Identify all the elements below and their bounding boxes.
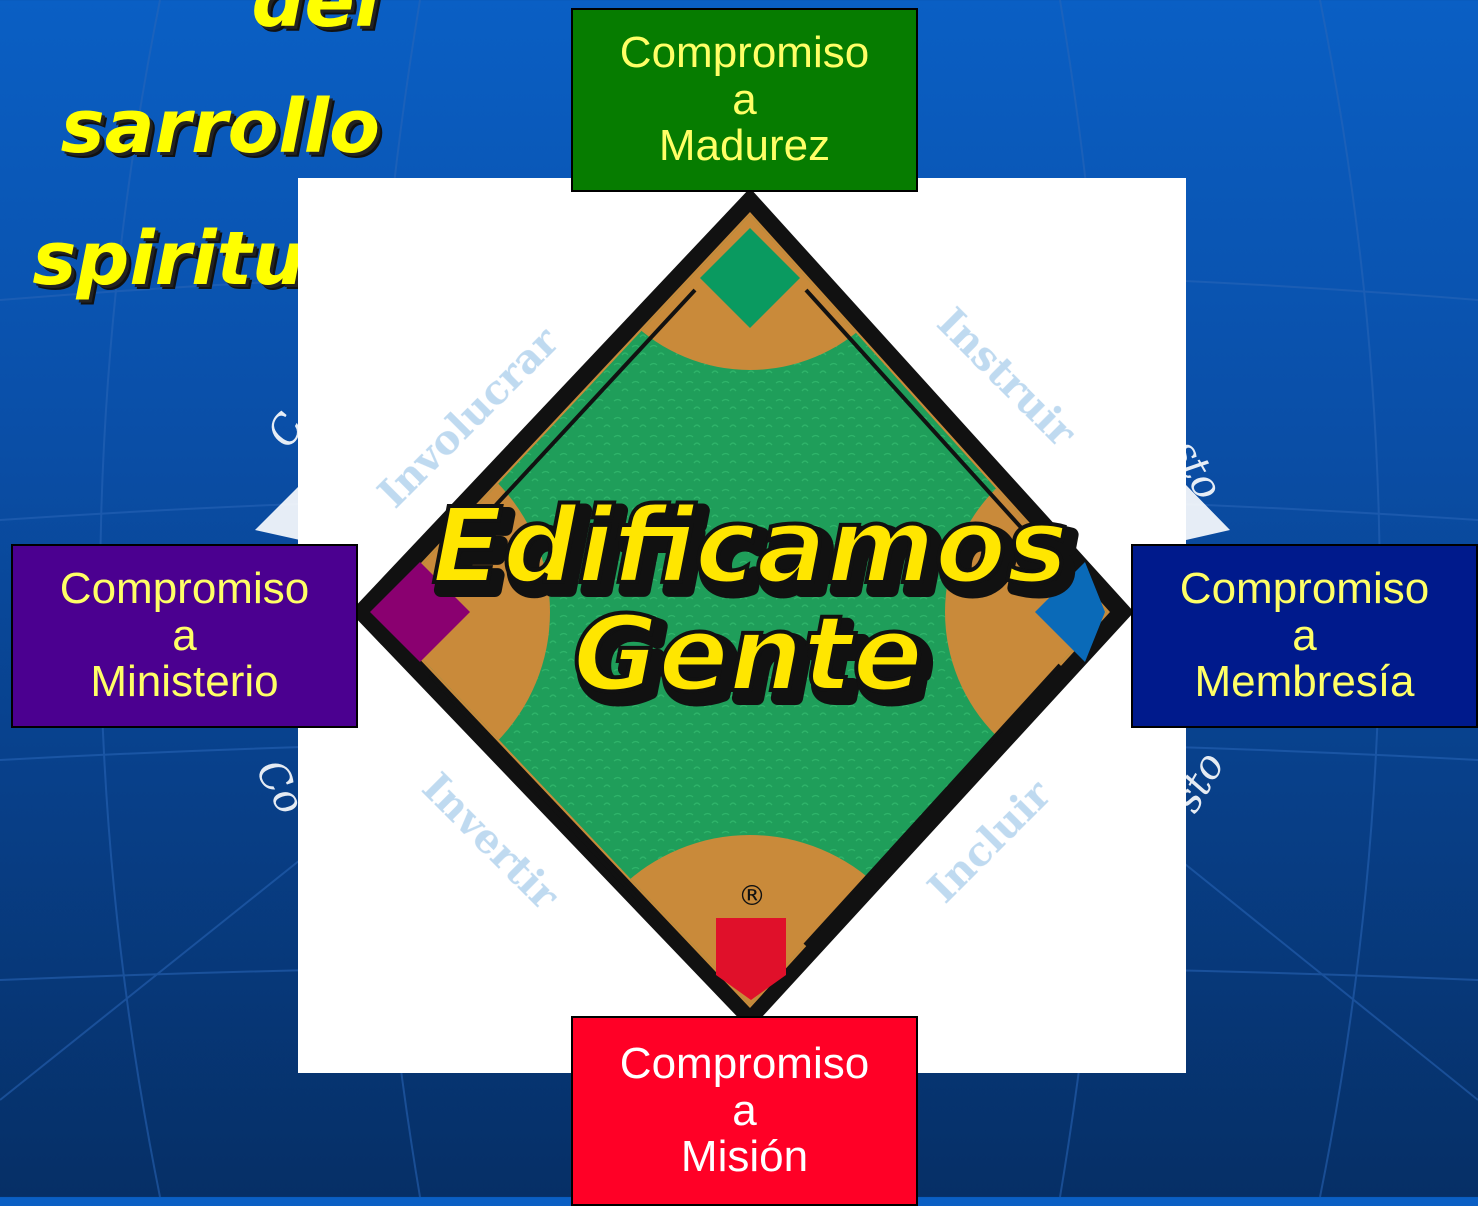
box-bottom-line2: a [732, 1085, 757, 1135]
box-bottom-line1: Compromiso [619, 1039, 870, 1089]
box-bottom-line3: Misión [680, 1132, 809, 1182]
side-fragment-lower-right: sto [1164, 744, 1234, 820]
box-top-line1: Compromiso [619, 28, 870, 78]
box-left-line3: Ministerio [90, 657, 279, 707]
box-right-line3: Membresía [1194, 657, 1415, 707]
side-fragment-upper-right: sto [1161, 432, 1231, 508]
second-base [700, 228, 800, 328]
box-right-line2: a [1292, 610, 1317, 660]
commitment-box-maturity: Compromiso a Madurez [571, 8, 918, 192]
box-left-line2: a [172, 610, 197, 660]
box-top-line3: Madurez [658, 121, 831, 171]
title-line-2: sarrollo [60, 84, 380, 170]
logo-line-1: Edificamos [432, 485, 1069, 607]
side-arrows [255, 485, 1230, 540]
logo-line-2-shadow: Gente [580, 601, 930, 723]
logo-line-1-shadow: Edificamos [439, 493, 1076, 615]
commitment-box-membership: Compromiso a Membresía [1131, 544, 1478, 728]
logo-line-2: Gente [573, 593, 923, 715]
side-fragment-upper-left: C [259, 405, 314, 455]
title-line-1: del [251, 0, 380, 44]
side-fragment-lower-left: Co [246, 752, 313, 822]
box-left-line1: Compromiso [59, 564, 310, 614]
first-base [1035, 562, 1105, 662]
box-right-line1: Compromiso [1179, 564, 1430, 614]
box-top-line2: a [732, 74, 757, 124]
registered-mark: ® [738, 879, 766, 912]
commitment-box-mission: Compromiso a Misión [571, 1016, 918, 1206]
home-plate [716, 918, 786, 1000]
third-base [370, 562, 470, 662]
commitment-box-ministry: Compromiso a Ministerio [11, 544, 358, 728]
